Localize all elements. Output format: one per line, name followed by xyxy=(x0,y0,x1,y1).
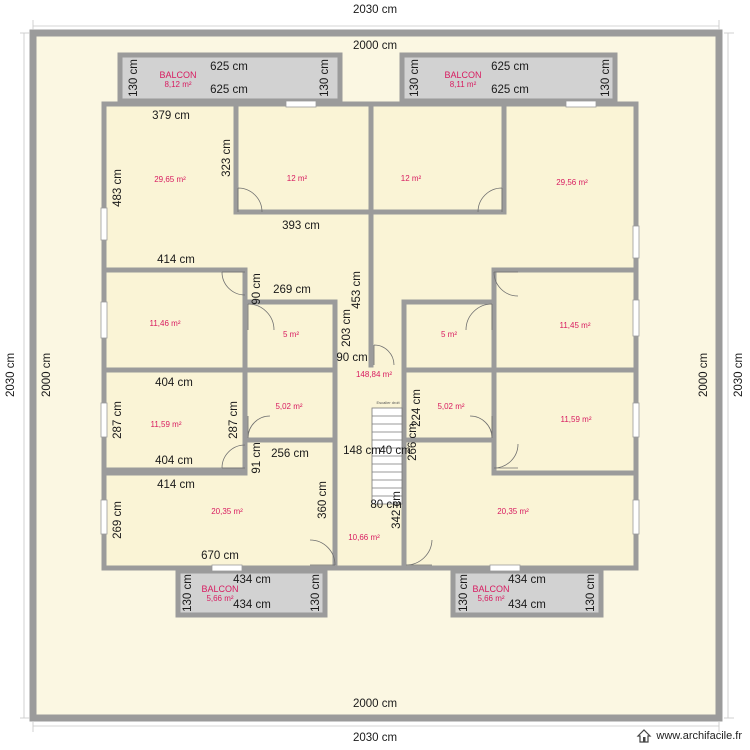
dim-inner-bottom: 2000 cm xyxy=(353,698,397,710)
dim-balcony-tl-right: 130 cm xyxy=(319,59,331,97)
room-area-central: 148,84 m² xyxy=(356,370,392,379)
room-area-bottom-left: 20,35 m² xyxy=(211,507,243,516)
dim-outer-bottom: 2030 cm xyxy=(353,732,397,744)
dim-90-horiz: 90 cm xyxy=(336,352,367,364)
room-area-top-right: 29,56 m² xyxy=(556,178,588,187)
dim-balcony-tr-right: 130 cm xyxy=(600,59,612,97)
dim-91: 91 cm xyxy=(251,442,263,473)
watermark: www.archifacile.fr xyxy=(636,728,742,744)
dim-256: 256 cm xyxy=(271,448,309,460)
room-area-top-mid-right: 12 m² xyxy=(401,174,422,183)
balcony-tl-area: 8,12 m² xyxy=(164,80,191,89)
dim-outer-left: 2030 cm xyxy=(5,353,17,397)
dim-balcony-bl-top: 434 cm xyxy=(233,574,271,586)
balconies xyxy=(117,52,618,618)
dim-80: 80 cm xyxy=(370,499,401,511)
dim-balcony-br-bottom: 434 cm xyxy=(508,599,546,611)
door-swings xyxy=(221,187,519,566)
balcony-tr-area: 8,11 m² xyxy=(450,80,477,89)
dim-outer-right: 2030 cm xyxy=(733,353,745,397)
dim-balcony-tr-top: 625 cm xyxy=(491,61,529,73)
windows xyxy=(100,100,640,572)
dim-360: 360 cm xyxy=(317,481,329,519)
dim-balcony-br-left: 130 cm xyxy=(458,574,470,612)
room-area-lower-right: 11,59 m² xyxy=(561,415,592,424)
balcony-tr-label: BALCON xyxy=(444,70,481,80)
dim-414-top: 414 cm xyxy=(157,254,195,266)
dim-balcony-bl-left: 130 cm xyxy=(182,574,194,612)
balcony-bl-label: BALCON xyxy=(201,584,238,594)
dim-203: 203 cm xyxy=(341,309,353,347)
dim-269-left: 269 cm xyxy=(112,501,124,539)
dim-balcony-bl-bottom: 434 cm xyxy=(233,599,271,611)
dim-outer-top: 2030 cm xyxy=(353,4,397,16)
dim-inner-top: 2000 cm xyxy=(353,40,397,52)
dim-483: 483 cm xyxy=(112,169,124,207)
dim-453: 453 cm xyxy=(351,271,363,309)
dim-balcony-tl-left: 130 cm xyxy=(128,59,140,97)
dim-40: 40 cm xyxy=(379,445,410,457)
room-area-bottom-right: 20,35 m² xyxy=(497,507,529,516)
dim-670: 670 cm xyxy=(201,550,239,562)
house-logo-icon xyxy=(636,729,652,743)
dim-266: 266 cm xyxy=(407,423,419,461)
room-area-mid-left-small: 5 m² xyxy=(283,330,299,339)
dim-balcony-tl-bottom: 625 cm xyxy=(210,84,248,96)
balcony-br-area: 5,66 m² xyxy=(477,594,504,603)
balcony-bottom-left xyxy=(175,568,328,618)
dim-balcony-bl-right: 130 cm xyxy=(310,574,322,612)
dim-287-left: 287 cm xyxy=(112,401,124,439)
balcony-bottom-right xyxy=(450,568,604,618)
dim-inner-right: 2000 cm xyxy=(698,353,710,397)
dim-414-bottom: 414 cm xyxy=(157,479,195,491)
dim-90-vert: 90 cm xyxy=(251,273,263,304)
balcony-bl-area: 5,66 m² xyxy=(206,594,233,603)
interior-walls xyxy=(101,101,639,571)
dim-323: 323 cm xyxy=(221,139,233,177)
room-area-mid-right: 11,45 m² xyxy=(560,321,591,330)
room-area-top-left: 29,65 m² xyxy=(154,175,186,184)
balcony-top-right xyxy=(399,52,618,104)
dim-balcony-tr-left: 130 cm xyxy=(409,59,421,97)
balcony-br-label: BALCON xyxy=(472,584,509,594)
dim-404-bottom: 404 cm xyxy=(155,455,193,467)
room-area-lower-left: 11,59 m² xyxy=(151,420,182,429)
dim-inner-left: 2000 cm xyxy=(41,353,53,397)
watermark-text: www.archifacile.fr xyxy=(656,730,742,742)
room-area-mid-left: 11,46 m² xyxy=(150,319,181,328)
dim-balcony-tr-bottom: 625 cm xyxy=(491,84,529,96)
room-area-top-mid-left: 12 m² xyxy=(287,174,308,183)
dim-148: 148 cm xyxy=(343,445,381,457)
balcony-tl-label: BALCON xyxy=(159,70,196,80)
dim-269-top: 269 cm xyxy=(273,284,311,296)
dim-393: 393 cm xyxy=(282,220,320,232)
room-area-mid-right-small: 5 m² xyxy=(441,330,457,339)
room-area-lower-left-small: 5,02 m² xyxy=(275,402,302,411)
dim-342: 342 cm xyxy=(391,491,403,529)
dim-balcony-tl-top: 625 cm xyxy=(210,61,248,73)
room-area-stair-hall: 10,66 m² xyxy=(348,533,380,542)
dim-404-top: 404 cm xyxy=(155,377,193,389)
room-area-lower-right-small: 5,02 m² xyxy=(437,402,464,411)
staircase xyxy=(371,407,403,505)
dim-balcony-br-right: 130 cm xyxy=(585,574,597,612)
dim-379: 379 cm xyxy=(152,110,190,122)
stair-label: Escalier droit xyxy=(376,400,400,405)
dim-287-right: 287 cm xyxy=(228,401,240,439)
balcony-top-left xyxy=(117,52,343,104)
dim-balcony-br-top: 434 cm xyxy=(508,574,546,586)
dim-224: 224 cm xyxy=(411,389,423,427)
